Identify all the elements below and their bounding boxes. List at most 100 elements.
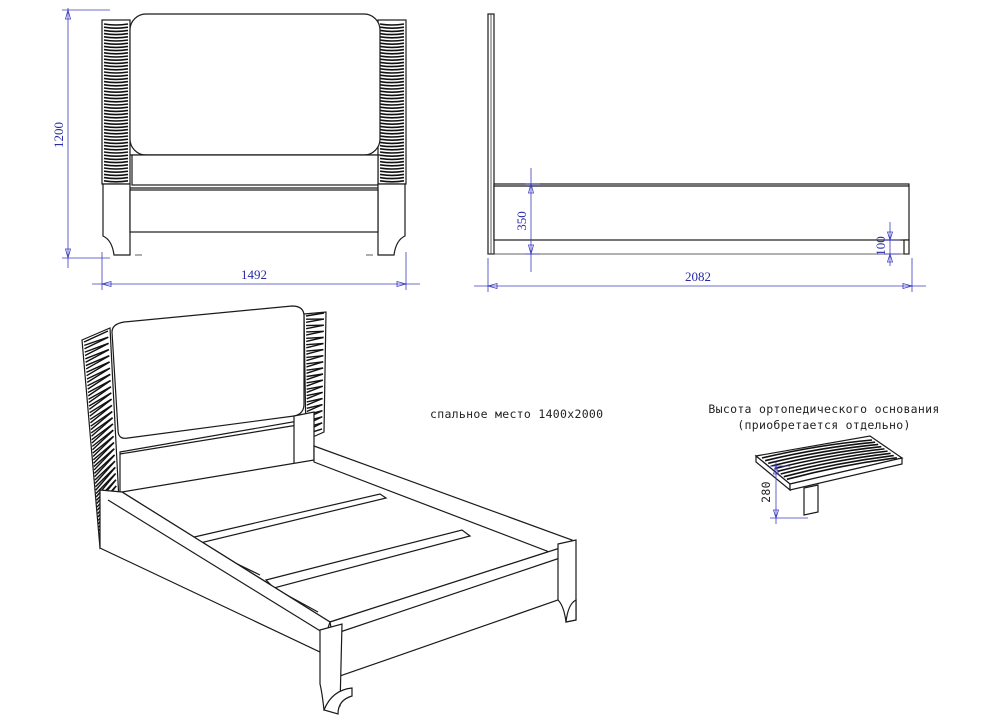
carving-rib — [103, 77, 129, 81]
base-slat — [761, 439, 873, 459]
carving-rib — [379, 84, 405, 87]
carving-rib — [87, 380, 112, 397]
carving-rib — [379, 29, 405, 33]
carving-rib — [93, 448, 115, 471]
carving-rib — [379, 109, 405, 113]
carving-rib — [103, 103, 129, 106]
carving-rib — [103, 154, 129, 157]
carving-rib — [379, 64, 405, 68]
carving-rib — [89, 404, 113, 424]
base-slat — [780, 452, 891, 475]
carving-rib — [103, 58, 129, 61]
carving-rib — [103, 122, 129, 125]
carving-rib — [379, 23, 405, 26]
carving-rib — [86, 361, 111, 377]
carving-rib — [306, 373, 324, 381]
base-slat — [777, 450, 888, 473]
carving-rib — [103, 64, 129, 68]
carving-rib — [379, 180, 405, 183]
carving-rib — [379, 71, 405, 74]
carving-rib — [103, 96, 129, 100]
carving-rib — [93, 442, 115, 464]
carving-rib — [103, 26, 129, 29]
carving-rib — [379, 164, 405, 167]
carving-rib — [379, 45, 405, 49]
carving-rib — [305, 318, 325, 324]
base-slat — [771, 445, 882, 467]
base-slat — [786, 456, 897, 481]
carving-rib — [103, 116, 129, 119]
carving-rib — [379, 26, 405, 29]
base-slat — [764, 441, 876, 462]
carving-rib — [103, 173, 129, 177]
carving-rib — [103, 61, 129, 65]
carving-rib — [306, 330, 324, 336]
carving-rib — [103, 119, 129, 122]
side-foot-leg — [903, 239, 910, 255]
carving-rib — [379, 52, 405, 55]
carving-rib — [103, 90, 129, 93]
carving-rib — [103, 32, 129, 36]
carving-rib — [305, 312, 325, 317]
sleeping-area-note: спальное место 1400х2000 — [430, 407, 603, 421]
carving-rib — [379, 93, 405, 97]
carving-rib — [379, 148, 405, 151]
orthopedic-base-detail: Высота ортопедического основания (приобр… — [708, 402, 939, 524]
dim-side-leg-height: 100 — [873, 236, 888, 256]
carving-rib — [379, 77, 405, 81]
carving-rib — [103, 160, 129, 164]
carving-rib — [87, 373, 111, 390]
carving-rib — [306, 403, 323, 413]
carving-rib — [103, 144, 129, 148]
iso-headboard-pad — [111, 305, 305, 439]
carving-rib — [103, 176, 129, 180]
carving-rib — [103, 87, 129, 90]
carving-rib — [103, 135, 129, 138]
carving-rib — [103, 93, 129, 97]
carving-rib — [90, 411, 113, 431]
carving-rib — [379, 122, 405, 125]
carving-rib — [379, 74, 405, 77]
carving-rib — [306, 355, 324, 362]
carving-rib — [103, 80, 129, 84]
dim-base-height: 280 — [759, 481, 773, 503]
carving-rib — [84, 342, 109, 357]
carving-rib — [379, 36, 405, 39]
carving-rib — [103, 55, 129, 58]
carving-rib — [306, 379, 324, 387]
front-headboard-pad — [129, 13, 381, 156]
front-frame-rail — [129, 189, 379, 233]
carving-rib — [103, 109, 129, 113]
base-slat — [783, 454, 894, 478]
carving-rib — [379, 39, 405, 42]
isometric-view — [81, 305, 577, 715]
carving-rib — [103, 84, 129, 87]
carving-rib — [103, 29, 129, 33]
carving-rib — [103, 71, 129, 74]
carving-rib — [92, 435, 115, 457]
carving-rib — [379, 100, 405, 103]
carving-rib — [83, 330, 109, 343]
carving-rib — [84, 336, 109, 350]
front-left-panel-ribs — [103, 23, 129, 183]
front-right-panel-ribs — [379, 23, 405, 183]
dim-front-height: 1200 — [51, 122, 66, 148]
carving-rib — [379, 87, 405, 90]
side-frame — [493, 183, 910, 241]
carving-rib — [379, 106, 405, 109]
carving-rib — [95, 466, 116, 491]
carving-rib — [103, 23, 129, 26]
carving-rib — [379, 170, 405, 173]
carving-rib — [91, 417, 114, 437]
carving-rib — [103, 48, 129, 52]
side-view — [487, 13, 910, 255]
front-left-leg — [102, 183, 131, 256]
carving-rib — [94, 460, 116, 484]
carving-rib — [103, 52, 129, 55]
carving-rib — [306, 397, 323, 406]
carving-rib — [85, 355, 110, 370]
carving-rib — [379, 125, 405, 129]
carving-rib — [379, 61, 405, 65]
carving-rib — [379, 160, 405, 164]
carving-rib — [103, 68, 129, 71]
